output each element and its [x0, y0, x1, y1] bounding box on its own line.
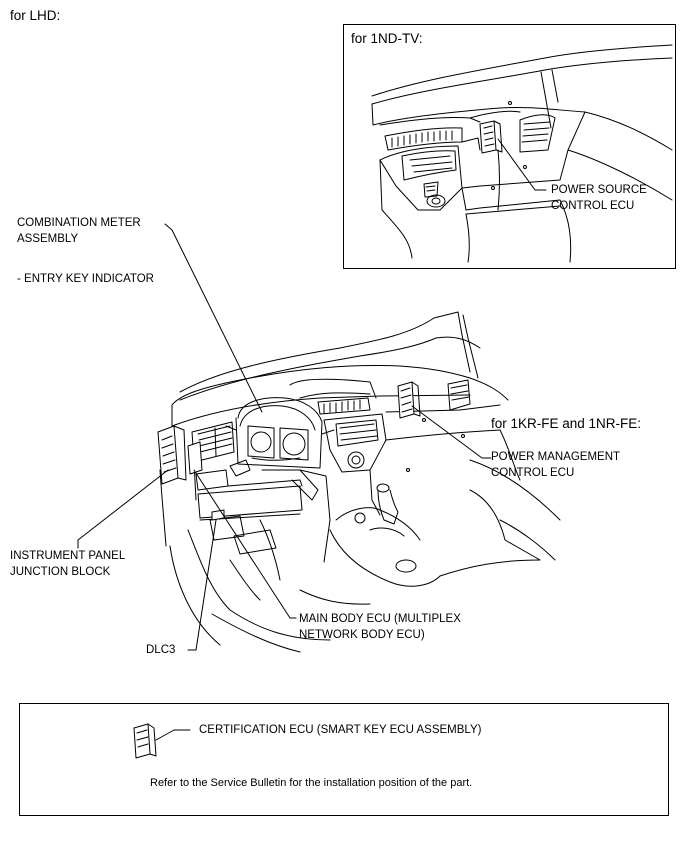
inset-dashboard-drawing — [371, 44, 673, 263]
entry-key-indicator-label: - ENTRY KEY INDICATOR — [17, 273, 154, 285]
certification-ecu-label: CERTIFICATION ECU (SMART KEY ECU ASSEMBL… — [199, 724, 482, 736]
inset-title: for 1ND-TV: — [351, 31, 423, 46]
power-management-label-2: CONTROL ECU — [491, 467, 575, 479]
power-source-label-2: CONTROL ECU — [551, 200, 635, 212]
combination-meter-label-2: ASSEMBLY — [17, 233, 79, 245]
junction-block-label-1: INSTRUMENT PANEL — [10, 550, 126, 562]
main-dashboard-drawing — [77, 223, 561, 653]
junction-block-label-2: JUNCTION BLOCK — [10, 566, 111, 578]
main-body-ecu-label-1: MAIN BODY ECU (MULTIPLEX — [299, 613, 461, 625]
power-source-label-1: POWER SOURCE — [551, 184, 647, 196]
combination-meter-label-1: COMBINATION METER — [17, 217, 141, 229]
dlc3-label: DLC3 — [146, 644, 176, 656]
inset-1nd-tv — [343, 24, 676, 269]
lhd-label: for LHD: — [10, 8, 61, 23]
note-box — [19, 703, 669, 816]
engine-variant-label: for 1KR-FE and 1NR-FE: — [491, 416, 642, 431]
main-body-ecu-label-2: NETWORK BODY ECU) — [299, 629, 425, 641]
power-management-label-1: POWER MANAGEMENT — [491, 451, 621, 463]
service-bulletin-note: Refer to the Service Bulletin for the in… — [150, 777, 473, 789]
certification-ecu-icon — [133, 723, 191, 759]
